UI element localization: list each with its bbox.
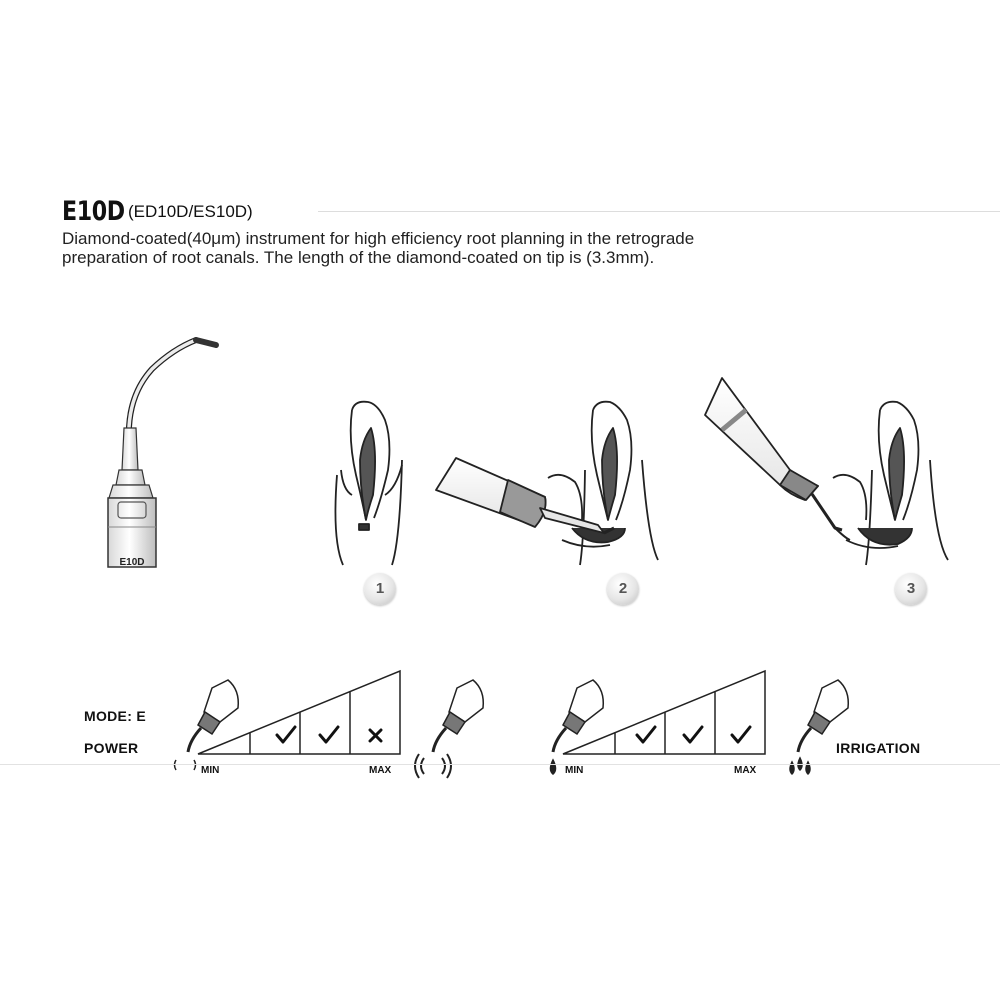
product-alt-codes: (ED10D/ES10D) bbox=[128, 202, 253, 221]
description-line-1: Diamond-coated(40μm) instrument for high… bbox=[62, 229, 695, 248]
irrigation-label: IRRIGATION bbox=[836, 740, 921, 756]
description-line-2: preparation of root canals. The length o… bbox=[62, 248, 655, 267]
irrigation-check-icon-3 bbox=[730, 725, 752, 744]
power-check-icon-1 bbox=[275, 725, 297, 744]
step-1-illustration bbox=[334, 400, 403, 566]
handpiece-min-power-icon bbox=[173, 679, 240, 771]
product-description: Diamond-coated(40μm) instrument for high… bbox=[62, 229, 942, 267]
irrigation-max-label: MAX bbox=[734, 765, 757, 776]
handpiece-min-irrigation-icon bbox=[549, 679, 605, 775]
power-scale bbox=[197, 669, 401, 755]
dental-tip-illustration bbox=[107, 337, 219, 568]
power-max-label: MAX bbox=[369, 765, 392, 776]
product-title: E10D bbox=[62, 196, 125, 227]
title-divider bbox=[318, 211, 1000, 212]
step-3-illustration bbox=[704, 377, 949, 566]
step-number-3: 3 bbox=[895, 573, 927, 605]
irrigation-scale bbox=[562, 669, 766, 755]
settings-divider bbox=[0, 764, 1000, 765]
mode-label: MODE: E bbox=[84, 708, 146, 724]
power-min-label: MIN bbox=[201, 765, 220, 776]
irrigation-check-icon-2 bbox=[682, 725, 704, 744]
tip-label: E10D bbox=[119, 557, 144, 568]
handpiece-max-irrigation-icon bbox=[789, 679, 850, 776]
step-number-2: 2 bbox=[607, 573, 639, 605]
step-number-1: 1 bbox=[364, 573, 396, 605]
irrigation-check-icon-1 bbox=[635, 725, 657, 744]
step-2-illustration bbox=[435, 400, 659, 566]
title-row: E10D (ED10D/ES10D) bbox=[62, 196, 1000, 228]
handpiece-max-power-icon bbox=[414, 679, 485, 779]
power-label: POWER bbox=[84, 740, 139, 756]
irrigation-min-label: MIN bbox=[565, 765, 584, 776]
power-check-icon-2 bbox=[318, 725, 340, 744]
power-cross-icon bbox=[368, 728, 383, 743]
